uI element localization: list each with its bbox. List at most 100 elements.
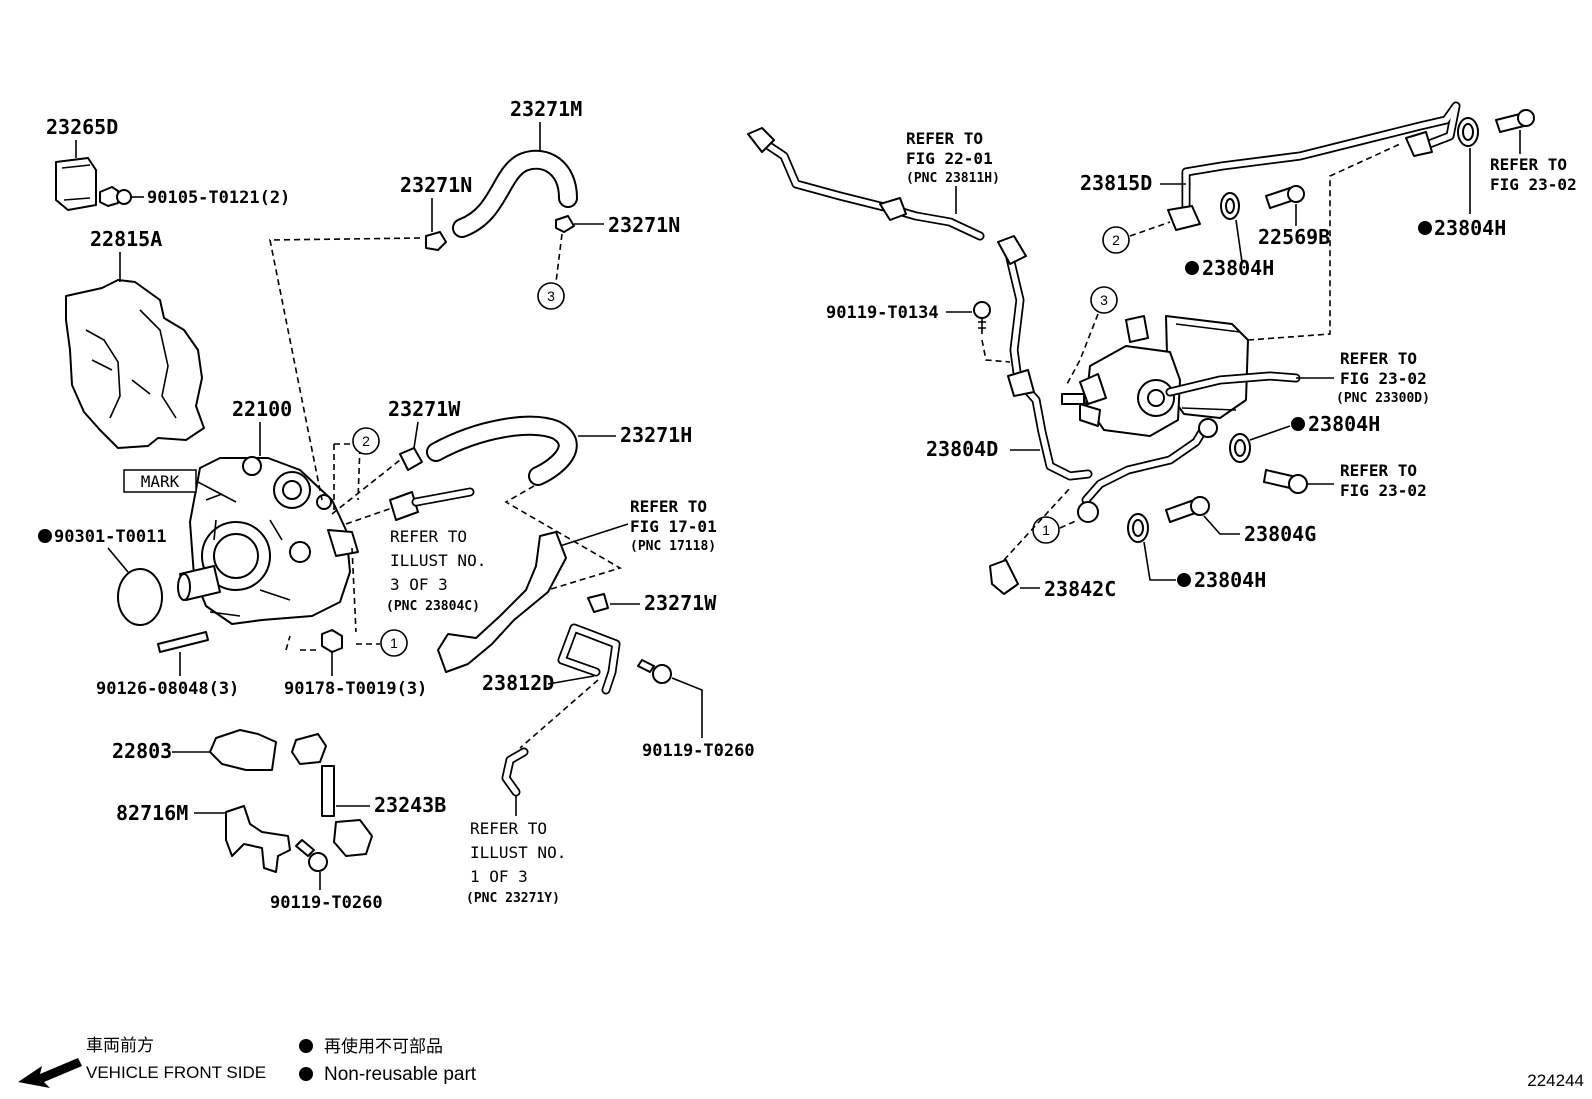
legend-dot-en — [299, 1067, 313, 1081]
nonreusable-dot-23804H-4 — [1177, 573, 1191, 587]
bolt-90119-mid-part — [637, 659, 672, 684]
cover-22815A-part — [65, 279, 205, 449]
svg-text:1 OF 3: 1 OF 3 — [470, 867, 528, 886]
o-ring-90301-part — [117, 568, 163, 626]
label-22569B: 22569B — [1258, 225, 1330, 249]
svg-text:1: 1 — [390, 635, 398, 651]
svg-text:3: 3 — [1100, 292, 1108, 308]
label-23804H-1: 23804H — [1202, 256, 1274, 280]
refer-fig-23-02-b: REFER TO FIG 23-02 (PNC 23300D) — [1336, 349, 1430, 406]
refer-illust-1: REFER TO ILLUST NO. 1 OF 3 (PNC 23271Y) — [466, 819, 566, 906]
label-mark: MARK — [141, 472, 180, 491]
svg-text:FIG 23-02: FIG 23-02 — [1340, 481, 1427, 500]
pipe-stub-part — [389, 487, 475, 521]
stud-90126-part — [157, 631, 209, 653]
legend-front-en: VEHICLE FRONT SIDE — [86, 1063, 266, 1082]
pipe-23815D-part — [1167, 101, 1461, 231]
callout-1-left — [380, 629, 408, 657]
clamp-23271W-b-part — [587, 593, 609, 613]
legend-dot-jp — [299, 1039, 313, 1053]
label-82716M: 82716M — [116, 801, 188, 825]
label-23815D: 23815D — [1080, 171, 1152, 195]
nonreusable-dot-90301 — [38, 529, 52, 543]
label-90119-mid: 90119-T0260 — [642, 741, 755, 761]
label-23243B: 23243B — [374, 793, 446, 817]
label-23804D: 23804D — [926, 437, 998, 461]
nut-90178-part — [321, 629, 343, 653]
bolt-90119-T0134-part — [973, 301, 991, 334]
svg-text:REFER TO: REFER TO — [1340, 461, 1417, 480]
svg-text:FIG 22-01: FIG 22-01 — [906, 149, 993, 168]
pipe-23812D-part — [557, 623, 621, 695]
label-90178: 90178-T0019(3) — [284, 679, 427, 699]
refer-fig-22-01: REFER TO FIG 22-01 (PNC 23811H) — [906, 129, 1000, 186]
bolt-mid-right-part — [1263, 469, 1308, 494]
svg-text:REFER TO: REFER TO — [390, 527, 467, 546]
bracket-82716M-part — [225, 805, 291, 873]
svg-text:3 OF 3: 3 OF 3 — [390, 575, 448, 594]
label-90119-T0134: 90119-T0134 — [826, 303, 939, 323]
label-90119-bl: 90119-T0260 — [270, 893, 383, 913]
svg-text:REFER TO: REFER TO — [1490, 155, 1567, 174]
refer-fig-23-02-a: REFER TO FIG 23-02 — [1490, 155, 1577, 194]
label-23271M: 23271M — [510, 97, 582, 121]
gasket-23804H-2-part — [1457, 117, 1479, 147]
callout-2-right — [1102, 226, 1130, 254]
bracket-17118-part — [437, 531, 567, 673]
nonreusable-dot-23804H-1 — [1185, 261, 1199, 275]
svg-text:(PNC 23300D): (PNC 23300D) — [1336, 391, 1430, 406]
label-23842C: 23842C — [1044, 577, 1116, 601]
label-90126: 90126-08048(3) — [96, 679, 239, 699]
label-23271W-b: 23271W — [644, 591, 717, 615]
illustration-number: 224244 — [1527, 1071, 1584, 1090]
svg-text:(PNC 23804C): (PNC 23804C) — [386, 599, 480, 614]
union-bolt-23804G-part — [1165, 496, 1210, 523]
label-23271N-a: 23271N — [400, 173, 472, 197]
gasket-23804H-4-part — [1127, 513, 1149, 543]
label-90105: 90105-T0121(2) — [147, 188, 290, 208]
svg-text:REFER TO: REFER TO — [1340, 349, 1417, 368]
bolt-90119-bl-part — [295, 839, 328, 872]
bolt-top-right-part — [1495, 109, 1535, 133]
pipe-23804D-part — [997, 235, 1218, 523]
sensor-23243B-part — [291, 733, 373, 857]
refer-illust-3: REFER TO ILLUST NO. 3 OF 3 (PNC 23804C) — [386, 527, 486, 614]
nonreusable-dot-23804H-2 — [1418, 221, 1432, 235]
callout-3-left — [537, 282, 565, 310]
svg-text:FIG 23-02: FIG 23-02 — [1490, 175, 1577, 194]
label-23265D: 23265D — [46, 115, 118, 139]
svg-text:REFER TO: REFER TO — [470, 819, 547, 838]
bolt-22569B-part — [1265, 185, 1305, 209]
pipe-23811H-part — [747, 127, 985, 241]
svg-text:REFER TO: REFER TO — [630, 497, 707, 516]
label-23271H: 23271H — [620, 423, 692, 447]
bracket-23265D-part — [55, 157, 97, 211]
label-23804H-4: 23804H — [1194, 568, 1266, 592]
hose-23271M-part — [452, 149, 578, 238]
svg-text:ILLUST NO.: ILLUST NO. — [470, 843, 566, 862]
label-23804H-3: 23804H — [1308, 412, 1380, 436]
svg-text:ILLUST NO.: ILLUST NO. — [390, 551, 486, 570]
label-23804H-2: 23804H — [1434, 216, 1506, 240]
callout-1-right — [1032, 516, 1060, 544]
gasket-23804H-3-part — [1229, 433, 1251, 463]
legend-front-jp: 車両前方 — [86, 1036, 154, 1055]
legend-nonreusable-jp: 再使用不可部品 — [324, 1036, 443, 1056]
refer-fig-23-02-c: REFER TO FIG 23-02 — [1340, 461, 1427, 500]
svg-text:1: 1 — [1042, 522, 1050, 538]
legend-front-arrow — [18, 1058, 82, 1088]
legend-nonreusable-en: Non-reusable part — [324, 1064, 477, 1085]
supply-pump-22100-part — [177, 456, 359, 625]
svg-text:FIG 17-01: FIG 17-01 — [630, 517, 717, 536]
nonreusable-dot-23804H-3 — [1291, 417, 1305, 431]
svg-text:(PNC 23811H): (PNC 23811H) — [906, 171, 1000, 186]
svg-text:REFER TO: REFER TO — [906, 129, 983, 148]
label-22100: 22100 — [232, 397, 292, 421]
label-23812D: 23812D — [482, 671, 554, 695]
label-90301: 90301-T0011 — [54, 527, 167, 547]
label-23271N-b: 23271N — [608, 213, 680, 237]
gasket-23804H-1-part — [1220, 192, 1240, 220]
bolt-90105-part — [99, 186, 132, 207]
clamp-23271N-b-part — [555, 215, 575, 233]
